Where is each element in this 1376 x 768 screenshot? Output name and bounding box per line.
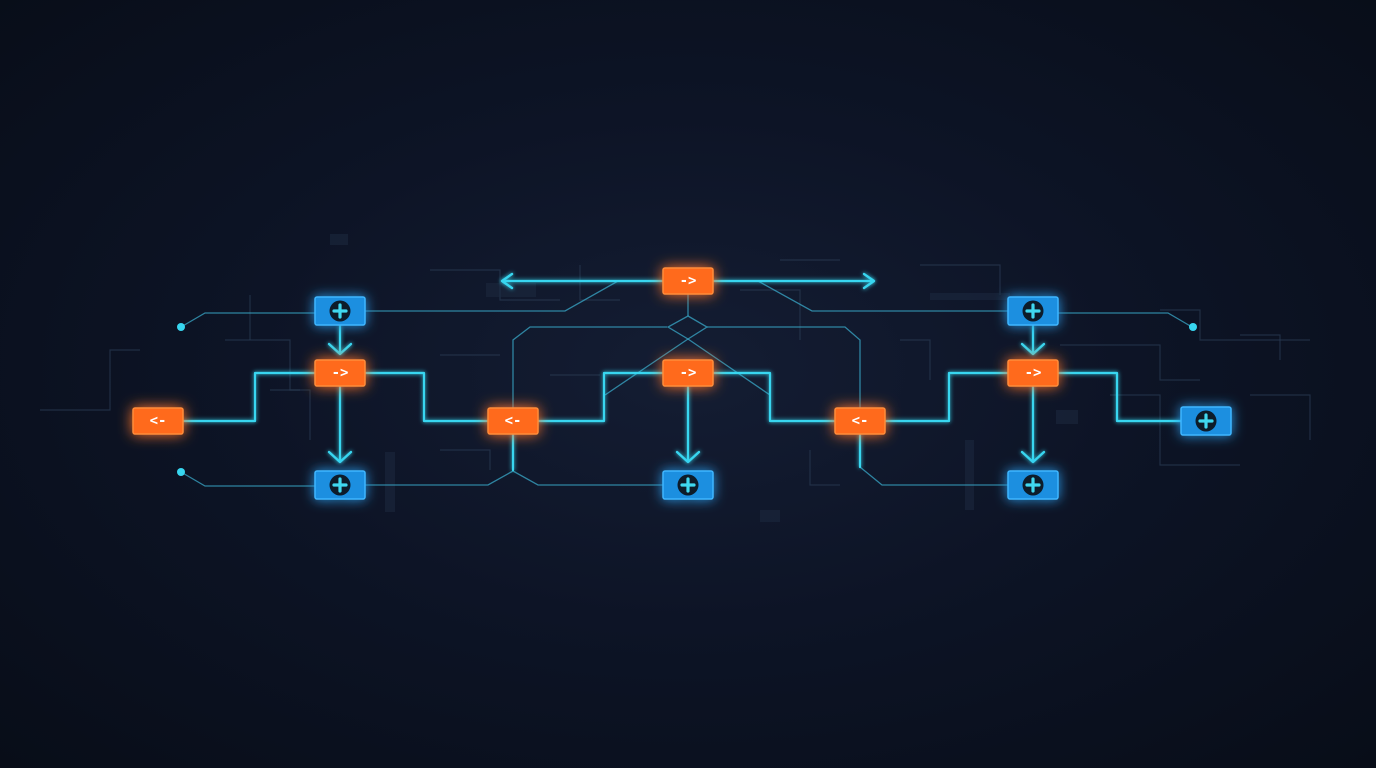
endpoint-dot (1189, 323, 1197, 331)
endpoint-dot (177, 323, 185, 331)
node-box (1007, 359, 1059, 387)
node-top-center[interactable]: -> (662, 267, 714, 295)
endpoint-dot (177, 468, 185, 476)
node-plus-bottom-left[interactable] (314, 470, 366, 500)
node-plus-bottom-right[interactable] (1007, 470, 1059, 500)
nodes-layer: -> -> -> -> <- <- <- (132, 267, 1232, 500)
plus-circle-icon (1022, 474, 1044, 496)
endpoint-dots (177, 323, 1197, 476)
node-plus-far-right[interactable] (1180, 406, 1232, 436)
node-plus-top-left[interactable] (314, 296, 366, 326)
arrow-down-head (675, 450, 701, 464)
node-plus-bottom-center[interactable] (662, 470, 714, 500)
plus-circle-icon (1195, 410, 1217, 432)
arrow-down-head (1020, 450, 1046, 464)
primary-wires (180, 279, 1184, 472)
arrow-down-head (327, 342, 353, 356)
node-box (834, 407, 886, 435)
plus-circle-icon (677, 474, 699, 496)
node-label: -> (1025, 365, 1042, 381)
secondary-wires (180, 280, 1193, 487)
node-arrow-mid-center[interactable]: -> (662, 359, 714, 387)
node-box (132, 407, 184, 435)
node-label: <- (505, 413, 522, 429)
arrow-left-head (500, 272, 514, 290)
arrow-right-head (862, 272, 876, 290)
node-arrow-mid-right[interactable]: -> (1007, 359, 1059, 387)
node-box (314, 359, 366, 387)
node-label: -> (680, 273, 697, 289)
node-box (662, 359, 714, 387)
arrow-heads (327, 272, 1046, 464)
node-label: <- (852, 413, 869, 429)
node-label: -> (332, 365, 349, 381)
background-circuit-traces (40, 234, 1311, 522)
node-plus-top-right[interactable] (1007, 296, 1059, 326)
node-label: -> (680, 365, 697, 381)
arrow-down-head (1020, 342, 1046, 356)
node-box (487, 407, 539, 435)
plus-circle-icon (329, 474, 351, 496)
arrow-down-head (327, 450, 353, 464)
plus-circle-icon (329, 300, 351, 322)
node-arrow-mid-left[interactable]: -> (314, 359, 366, 387)
node-back-far-left[interactable]: <- (132, 407, 184, 435)
node-back-center-right[interactable]: <- (834, 407, 886, 435)
plus-circle-icon (1022, 300, 1044, 322)
node-box (662, 267, 714, 295)
node-back-center-left[interactable]: <- (487, 407, 539, 435)
node-label: <- (150, 413, 167, 429)
